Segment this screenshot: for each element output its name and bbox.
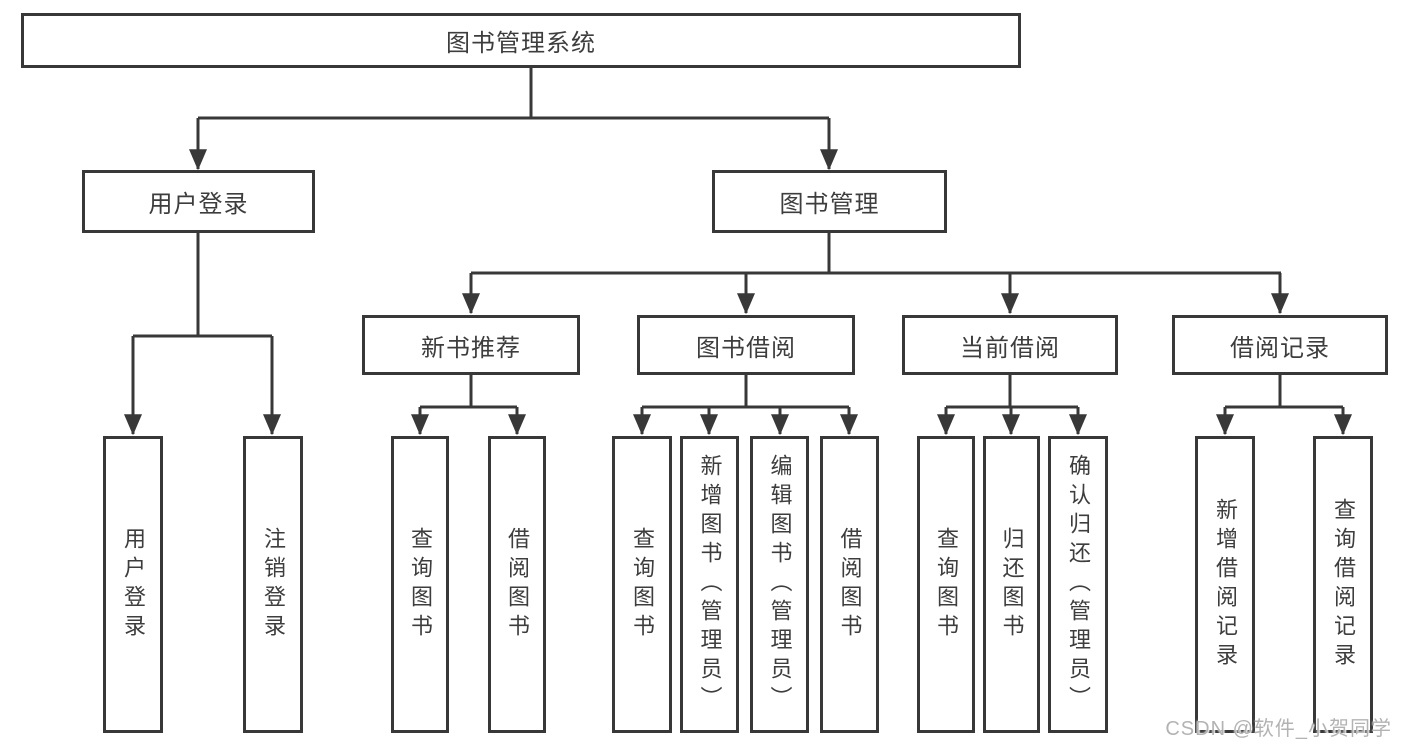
branch-node-user-login: 用户登录 xyxy=(82,170,315,233)
leaf-node-label: 用户登录 xyxy=(121,526,146,643)
leaf-node-label: 编辑图书（管理员） xyxy=(767,454,793,715)
branch-node-label: 用户登录 xyxy=(148,191,249,218)
leaf-node-confirm-return-admin: 确认归还（管理员） xyxy=(1048,436,1108,733)
group-node-label: 借阅记录 xyxy=(1230,334,1330,362)
csdn-watermark: CSDN @软件_小贺同学 xyxy=(1165,718,1392,740)
leaf-node-query-books: 查询图书 xyxy=(391,436,449,733)
leaf-node-label: 归还图书 xyxy=(999,526,1025,643)
leaf-node-label: 确认归还（管理员） xyxy=(1066,454,1091,715)
leaf-node-label: 查询图书 xyxy=(630,526,655,643)
leaf-node-label: 查询图书 xyxy=(408,526,433,643)
leaf-node-edit-books-admin: 编辑图书（管理员） xyxy=(750,436,809,733)
leaf-node-borrow-books: 借阅图书 xyxy=(820,436,879,733)
leaf-node-label: 新增图书（管理员） xyxy=(697,454,723,715)
branch-node-book-management: 图书管理 xyxy=(712,170,947,233)
group-node-book-borrowing: 图书借阅 xyxy=(637,315,855,375)
leaf-node-label: 借阅图书 xyxy=(837,526,863,643)
group-node-borrowing-records: 借阅记录 xyxy=(1172,315,1388,375)
leaf-node-label: 查询图书 xyxy=(934,526,959,643)
root-node-library-system: 图书管理系统 xyxy=(21,13,1021,68)
leaf-node-return-books: 归还图书 xyxy=(983,436,1040,733)
leaf-node-add-books-admin: 新增图书（管理员） xyxy=(680,436,739,733)
leaf-node-user-login: 用户登录 xyxy=(103,436,163,733)
group-node-label: 新书推荐 xyxy=(421,334,521,362)
leaf-node-label: 新增借阅记录 xyxy=(1213,497,1238,672)
leaf-node-label: 注销登录 xyxy=(261,526,286,643)
leaf-node-query-books: 查询图书 xyxy=(612,436,672,733)
leaf-node-label: 查询借阅记录 xyxy=(1331,497,1356,672)
leaf-node-query-books: 查询图书 xyxy=(917,436,975,733)
leaf-node-query-borrow-record: 查询借阅记录 xyxy=(1313,436,1373,733)
branch-node-label: 图书管理 xyxy=(779,191,880,218)
group-node-new-book-recommend: 新书推荐 xyxy=(362,315,580,375)
group-node-label: 当前借阅 xyxy=(960,334,1060,362)
leaf-node-borrow-books: 借阅图书 xyxy=(488,436,546,733)
group-node-current-borrowing: 当前借阅 xyxy=(902,315,1118,375)
root-node-label: 图书管理系统 xyxy=(446,30,596,57)
leaf-node-logout: 注销登录 xyxy=(243,436,303,733)
group-node-label: 图书借阅 xyxy=(696,334,796,362)
leaf-node-add-borrow-record: 新增借阅记录 xyxy=(1195,436,1255,733)
leaf-node-label: 借阅图书 xyxy=(505,526,530,643)
